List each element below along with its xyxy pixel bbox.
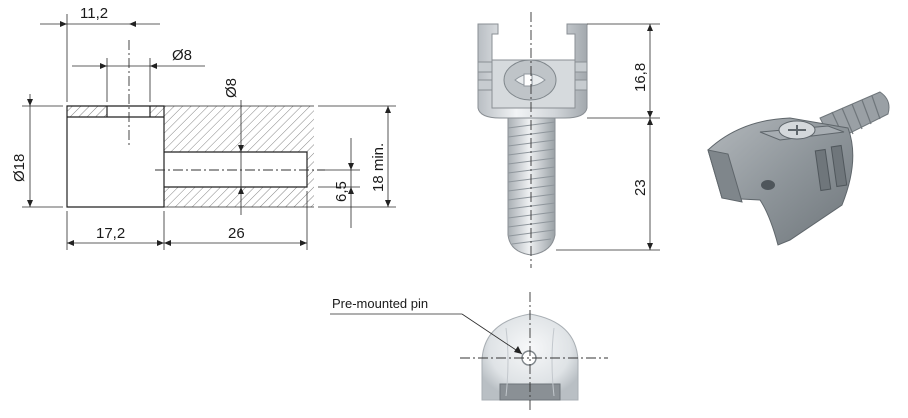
- side-view: 16,8 23: [477, 12, 660, 268]
- dim-head-height: 16,8: [632, 63, 649, 92]
- connector-render: [707, 91, 890, 246]
- dim-overall-dia: Ø18: [11, 154, 28, 182]
- hatch-ring-left: [67, 106, 107, 117]
- dim-length-right: 26: [228, 225, 245, 242]
- section-view: 11,2 Ø8 Ø8 Ø18 17,2 26: [11, 5, 396, 250]
- bore: [164, 152, 307, 187]
- callout-pre-mounted-pin: Pre-mounted pin: [332, 296, 428, 311]
- dim-length-left: 17,2: [96, 225, 125, 242]
- dim-bore-dia: Ø8: [223, 78, 240, 98]
- hatch-ring-right: [150, 106, 164, 117]
- bore-outline: [164, 151, 308, 188]
- dim-thread-length: 23: [632, 179, 649, 196]
- bottom-view: Pre-mounted pin: [330, 292, 608, 410]
- dim-pin-dia: Ø8: [172, 47, 192, 64]
- dim-min-height: 18 min.: [370, 143, 387, 192]
- pin-outline: [66, 105, 165, 208]
- dim-top-offset: 11,2: [80, 5, 108, 22]
- dim-offset-height: 6,5: [333, 181, 350, 202]
